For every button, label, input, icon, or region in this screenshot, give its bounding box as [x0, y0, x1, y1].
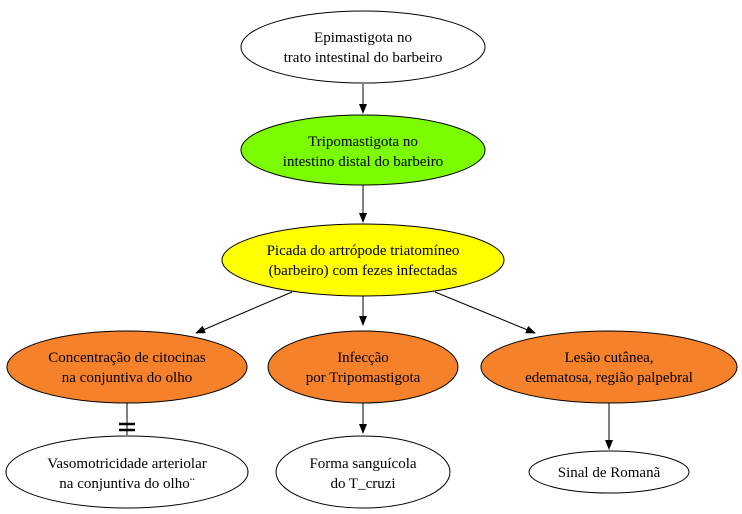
- node-infeccao-shape: [267, 330, 459, 404]
- node-tripomastigota-line2: intestino distal do barbeiro: [283, 154, 443, 170]
- node-forma-line2: do T_cruzi: [330, 476, 395, 492]
- node-romana: Sinal de Romanã: [528, 450, 690, 494]
- edge-picada-citocinas: [195, 291, 293, 334]
- node-citocinas-line2: na conjuntiva do olho: [62, 370, 192, 386]
- node-citocinas-line1: Concentração de citocinas: [48, 350, 206, 366]
- node-picada: Picada do artrópode triatomíneo (barbeir…: [221, 223, 505, 297]
- node-citocinas-shape: [6, 330, 248, 404]
- node-lesao: Lesão cutânea, edematosa, região palpebr…: [480, 330, 738, 404]
- node-epimastigota-line1: Epimastigota no: [314, 30, 412, 46]
- node-infeccao-line2: por Tripomastigota: [306, 370, 421, 386]
- node-vasomotricidade-line2: na conjuntiva do olho¨: [59, 476, 194, 492]
- node-tripomastigota: Tripomastigota no intestino distal do ba…: [240, 114, 486, 186]
- node-lesao-line1: Lesão cutânea,: [564, 350, 653, 366]
- node-vasomotricidade-line1: Vasomotricidade arteriolar: [47, 456, 207, 472]
- node-romana-shape: [528, 450, 690, 494]
- edge-picada-lesao: [434, 291, 536, 334]
- edges: [119, 84, 613, 450]
- node-lesao-line2: edematosa, região palpebral: [525, 370, 693, 386]
- node-epimastigota: Epimastigota no trato intestinal do barb…: [240, 10, 486, 84]
- node-vasomotricidade-shape: [5, 435, 249, 509]
- node-lesao-shape: [480, 330, 738, 404]
- node-vasomotricidade: Vasomotricidade arteriolar na conjuntiva…: [5, 435, 249, 509]
- node-tripomastigota-line1: Tripomastigota no: [308, 134, 418, 150]
- node-epimastigota-line2: trato intestinal do barbeiro: [284, 50, 443, 66]
- node-epimastigota-shape: [240, 10, 486, 84]
- node-romana-line1: Sinal de Romanã: [558, 465, 661, 481]
- node-forma: Forma sanguícola do T_cruzi: [275, 435, 451, 509]
- node-citocinas: Concentração de citocinas na conjuntiva …: [6, 330, 248, 404]
- node-picada-shape: [221, 223, 505, 297]
- node-tripomastigota-shape: [240, 114, 486, 186]
- node-picada-line1: Picada do artrópode triatomíneo: [267, 243, 460, 259]
- node-picada-line2: (barbeiro) com fezes infectadas: [269, 263, 458, 279]
- node-infeccao-line1: Infecção: [337, 350, 389, 366]
- node-forma-shape: [275, 435, 451, 509]
- node-forma-line1: Forma sanguícola: [309, 456, 416, 472]
- node-infeccao: Infecção por Tripomastigota: [267, 330, 459, 404]
